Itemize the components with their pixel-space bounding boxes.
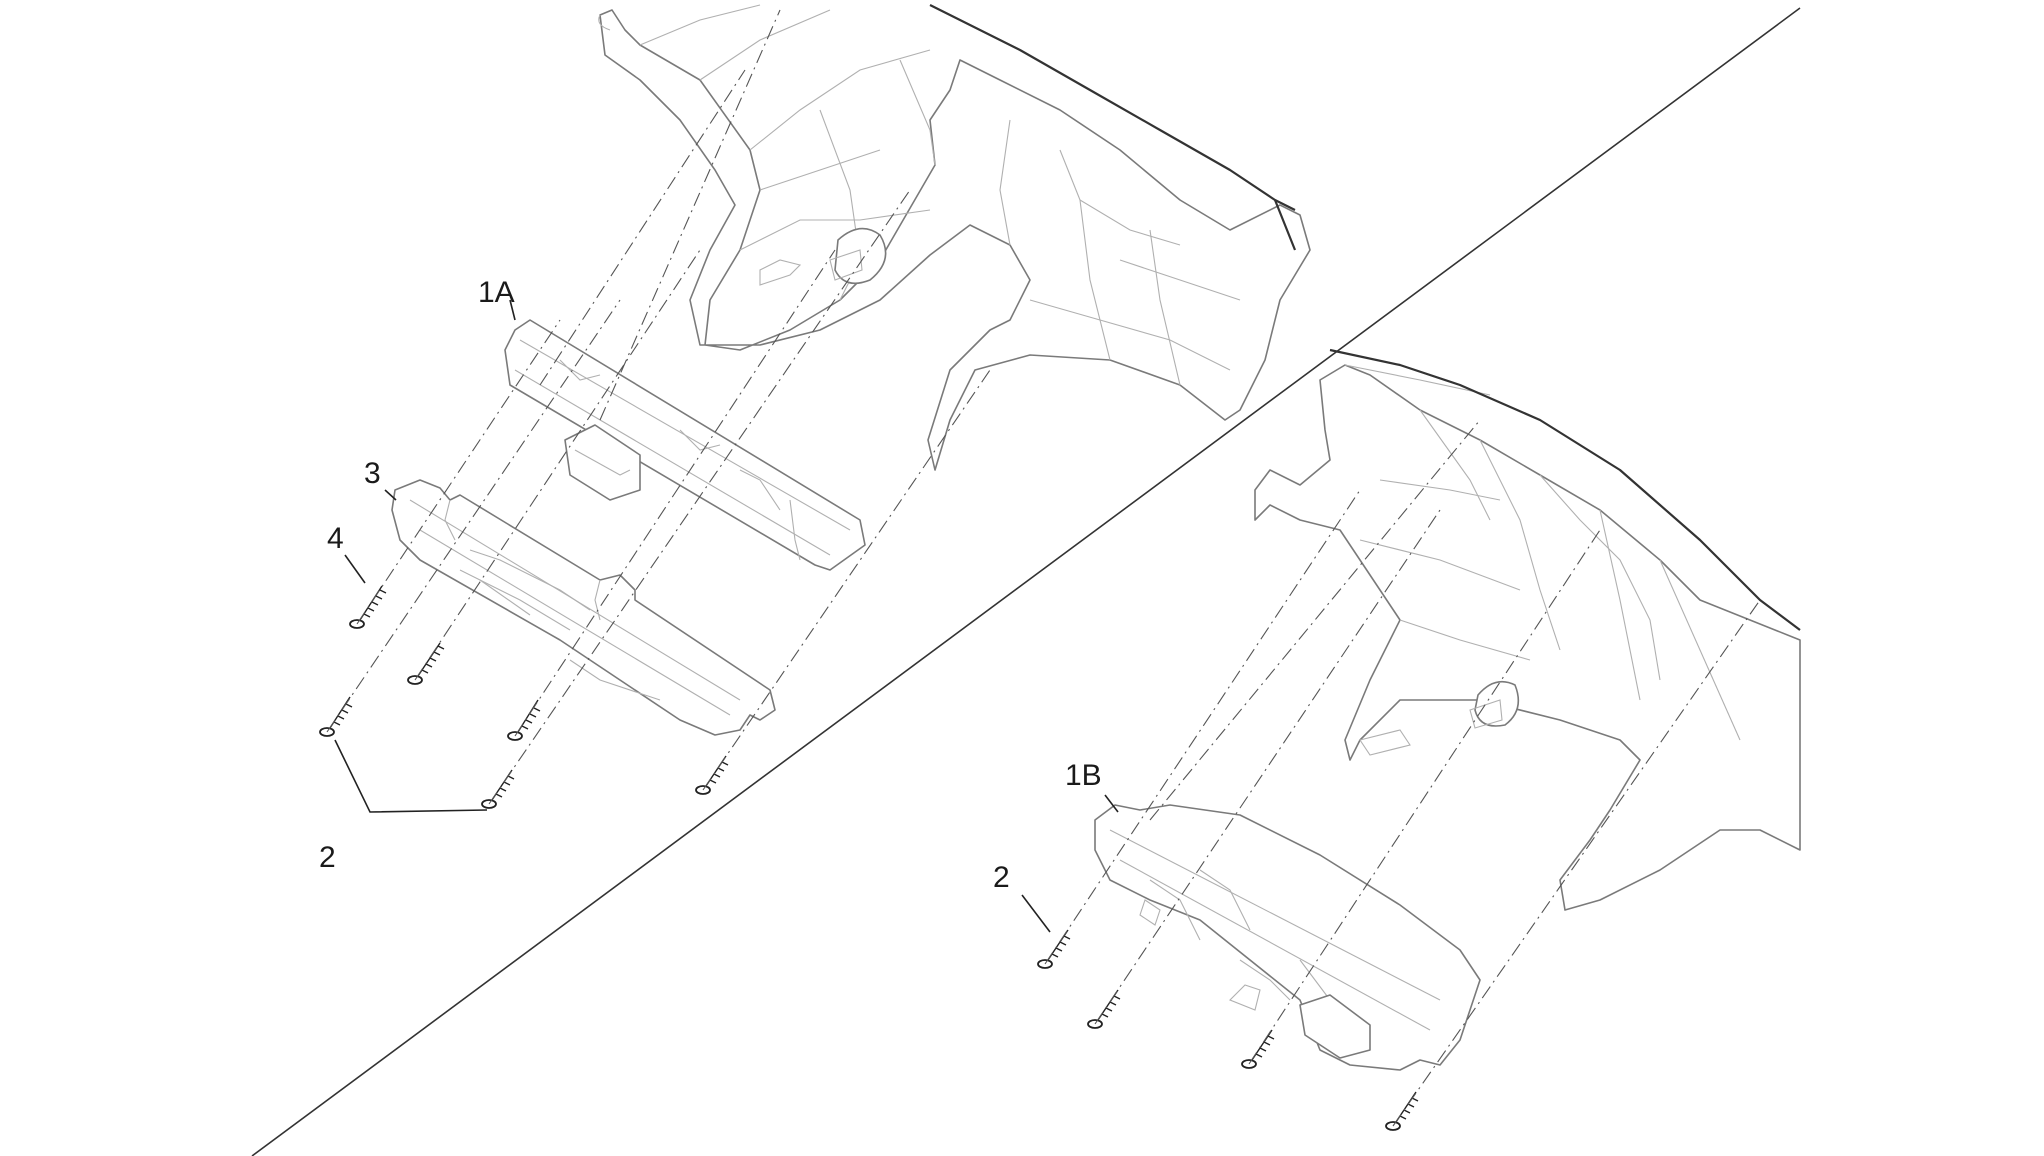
callout-1b: 1B [1065, 759, 1102, 792]
screw-2h [1241, 1029, 1275, 1069]
screw-2f [1037, 929, 1071, 969]
cover-3 [391, 479, 776, 736]
instrument-cluster-1b [1094, 804, 1481, 1071]
callout-2-left: 2 [319, 841, 336, 874]
callout-1a: 1A [478, 276, 515, 309]
callout-4: 4 [327, 522, 344, 555]
assembly-axis-lines-left [326, 9, 991, 805]
leader-lines-right [1021, 794, 1119, 933]
instrument-cluster-1a [504, 319, 866, 571]
section-divider-line [251, 7, 1801, 1156]
screw-2g [1087, 989, 1121, 1029]
leader-lines-left [334, 299, 516, 813]
assembly-axis-lines-right [1044, 419, 1761, 1127]
callout-2-right: 2 [993, 861, 1010, 894]
handlebar-cover-left [598, 4, 1311, 471]
handlebar-cover-right [1254, 348, 1801, 911]
callout-3: 3 [364, 457, 381, 490]
screw-2d [481, 769, 515, 809]
screw-2e [695, 755, 729, 795]
